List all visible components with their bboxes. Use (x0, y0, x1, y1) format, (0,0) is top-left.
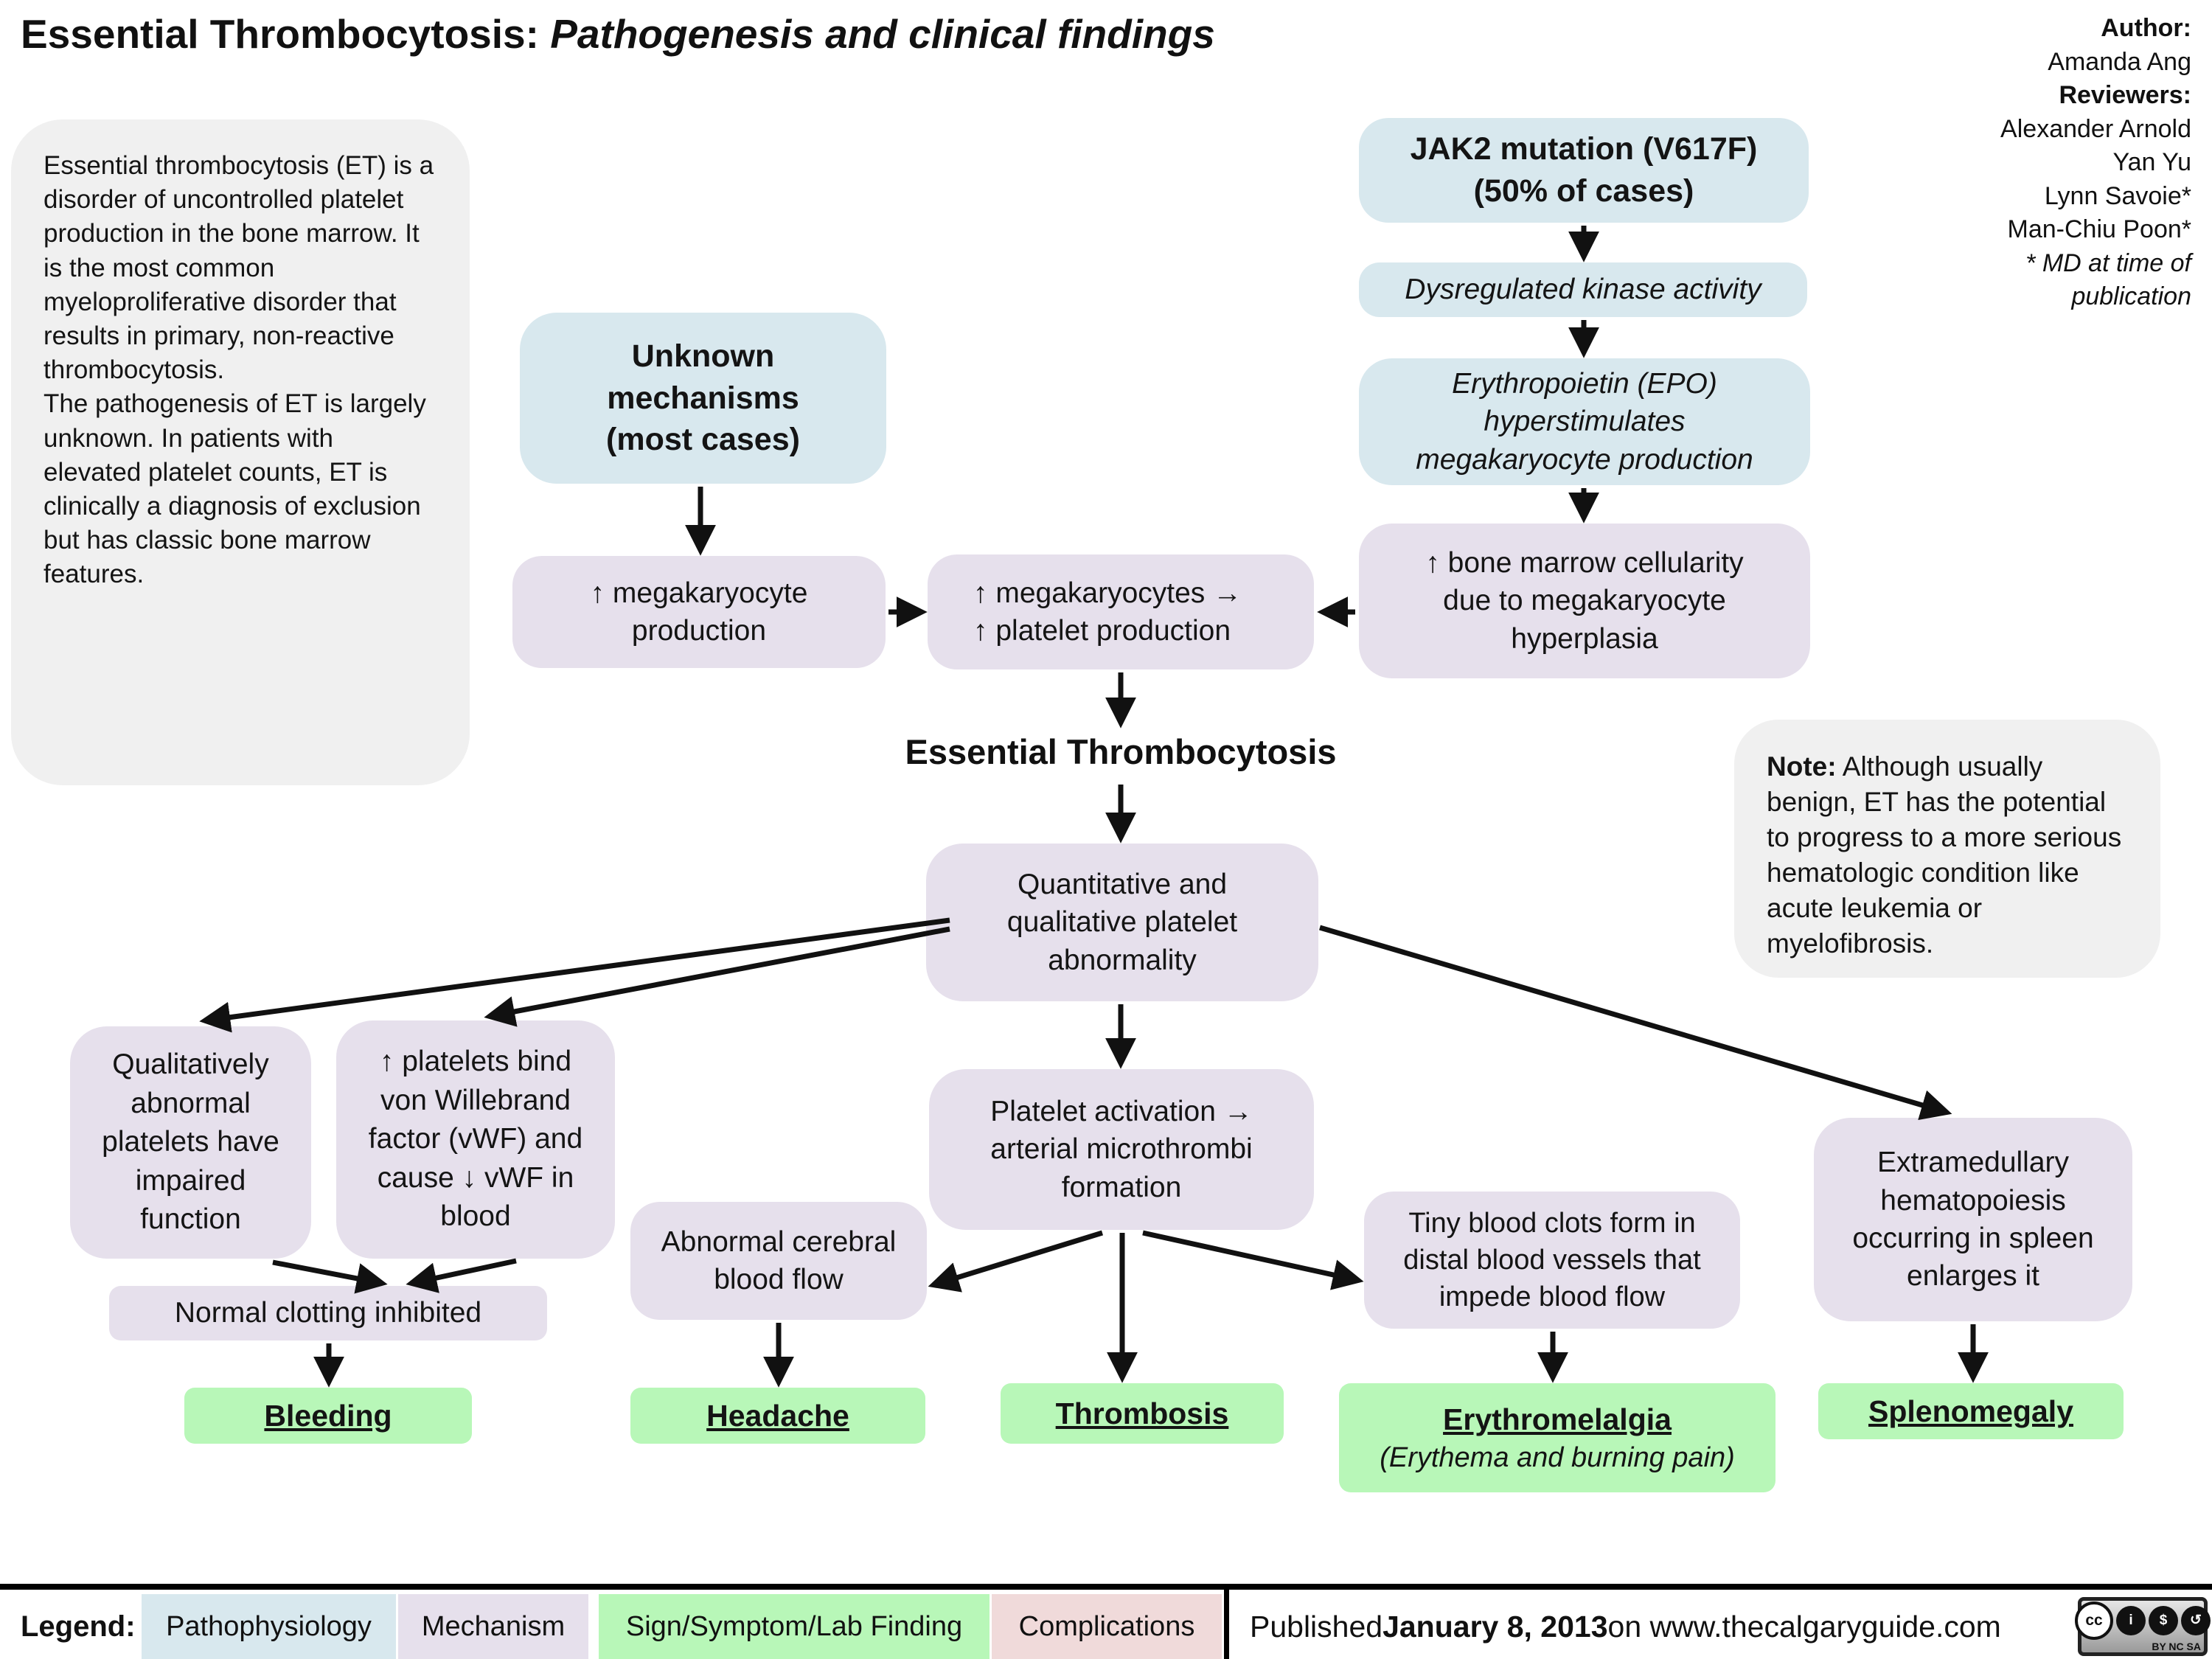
node-tiny-blood-clots: Tiny blood clots form in distal blood ve… (1364, 1192, 1740, 1329)
reviewer-name: Man-Chiu Poon* (2007, 215, 2191, 244)
note-label: Note: (1767, 751, 1837, 782)
note-text: Although usually benign, ET has the pote… (1767, 751, 2122, 959)
legend-label: Legend: (21, 1610, 136, 1643)
arrow-activation-to-cerebral (928, 1230, 1104, 1293)
node-dysregulated-kinase: Dysregulated kinase activity (1359, 262, 1807, 317)
legend-item-pathophysiology: Pathophysiology (142, 1594, 396, 1659)
legend-item-mechanism: Mechanism (398, 1594, 588, 1659)
node-extramedullary-hematopoiesis: Extramedullary hematopoiesis occurring i… (1814, 1118, 2132, 1321)
node-bleeding: Bleeding (184, 1388, 472, 1444)
erythromelalgia-title: Erythromelalgia (1443, 1402, 1672, 1436)
credits-block: Author: Amanda Ang Reviewers: Alexander … (1734, 12, 2191, 314)
node-quantitative-qualitative-abnormality: Quantitative and qualitative platelet ab… (926, 844, 1318, 1001)
node-bone-marrow-cellularity: ↑ bone marrow cellularity due to megakar… (1359, 524, 1810, 678)
note-box: Note: Although usually benign, ET has th… (1734, 720, 2160, 978)
legend-item-sign-symptom: Sign/Symptom/Lab Finding (599, 1594, 990, 1659)
node-jak2-mutation: JAK2 mutation (V617F) (50% of cases) (1359, 118, 1809, 223)
node-thrombosis: Thrombosis (1001, 1383, 1284, 1444)
reviewer-name: Yan Yu (2112, 148, 2191, 177)
reviewer-name: Alexander Arnold (2000, 114, 2191, 143)
page-title-main: Essential Thrombocytosis: (21, 11, 539, 57)
node-epo-hyperstimulates: Erythropoietin (EPO) hyperstimulates meg… (1359, 358, 1810, 485)
reviewer-name: Lynn Savoie* (2044, 181, 2191, 210)
cc-icon: cc (2075, 1601, 2113, 1640)
arrow-activation-to-tiny-clots (1142, 1230, 1364, 1290)
node-megakaryocytes-platelet-production: ↑ megakaryocytes → ↑ platelet production (928, 554, 1314, 669)
node-splenomegaly: Splenomegaly (1818, 1383, 2124, 1439)
published-line: Published January 8, 2013 on www.thecalg… (1250, 1594, 2061, 1659)
attribution-icon: i (2116, 1605, 2146, 1635)
arrow-quant-to-extramedullary (1319, 925, 1952, 1121)
essential-thrombocytosis-heading: Essential Thrombocytosis (905, 732, 1337, 771)
node-abnormal-cerebral-blood-flow: Abnormal cerebral blood flow (630, 1202, 927, 1320)
node-qualitatively-abnormal-platelets: Qualitatively abnormal platelets have im… (70, 1026, 311, 1259)
node-normal-clotting-inhibited: Normal clotting inhibited (109, 1286, 547, 1340)
published-suffix: on www.thecalgaryguide.com (1607, 1609, 2001, 1644)
legend-divider-line (0, 1584, 2212, 1590)
erythromelalgia-subtitle: (Erythema and burning pain) (1380, 1441, 1735, 1473)
node-platelet-activation: Platelet activation → arterial microthro… (929, 1069, 1314, 1230)
author-label: Author: (2101, 14, 2191, 42)
page-title: Essential Thrombocytosis: Pathogenesis a… (21, 10, 1215, 58)
footer-divider (1224, 1584, 1229, 1659)
md-note: * MD at time of publication (2025, 248, 2191, 311)
cc-badge-labels: BY NC SA (2152, 1640, 2201, 1652)
arrow-quant-to-vwf (484, 926, 950, 1027)
share-alike-icon: ↺ (2181, 1605, 2211, 1635)
page-title-sub: Pathogenesis and clinical findings (538, 11, 1215, 57)
node-platelets-bind-vwf: ↑ platelets bind von Willebrand factor (… (336, 1020, 615, 1259)
published-prefix: Published (1250, 1609, 1383, 1644)
arrow-qualitative-to-clotting (272, 1259, 388, 1294)
node-megakaryocyte-production: ↑ megakaryocyte production (512, 556, 886, 668)
node-erythromelalgia: Erythromelalgia (Erythema and burning pa… (1339, 1383, 1775, 1492)
non-commercial-icon: $ (2149, 1605, 2178, 1635)
node-unknown-mechanisms: Unknown mechanisms (most cases) (520, 313, 886, 484)
author-name: Amanda Ang (2048, 47, 2191, 76)
legend-item-complications: Complications (992, 1594, 1222, 1659)
node-headache: Headache (630, 1388, 925, 1444)
cc-license-badge[interactable]: cc i $ ↺ BY NC SA (2075, 1597, 2211, 1656)
published-date: January 8, 2013 (1382, 1609, 1608, 1644)
arrow-quant-to-qualitative (199, 917, 950, 1033)
reviewers-label: Reviewers: (2059, 81, 2191, 110)
arrow-vwf-to-clotting (406, 1258, 517, 1293)
intro-description-box: Essential thrombocytosis (ET) is a disor… (11, 119, 470, 785)
